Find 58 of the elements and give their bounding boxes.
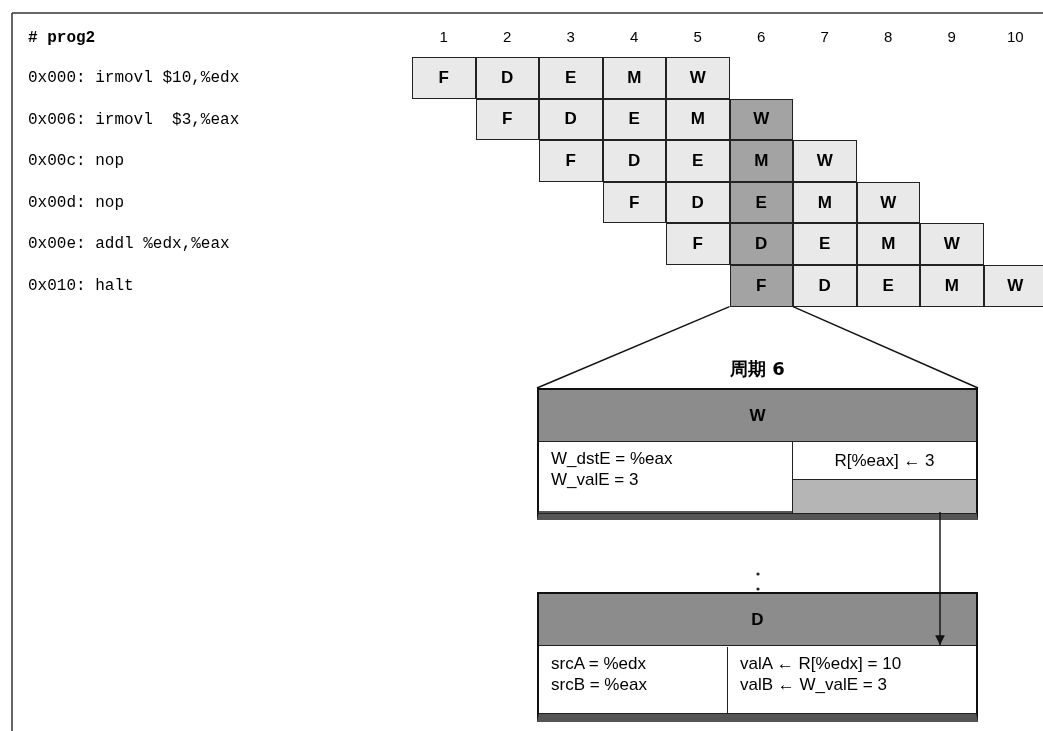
zoom-line [536,305,731,389]
code-line: 0x00e: addl %edx,%eax [28,234,230,255]
stage-block [537,592,978,722]
stage-cell: F [539,140,603,182]
code-line: 0x000: irmovl $10,%edx [28,68,240,88]
stage-cell: E [539,57,603,99]
stage-cell: W [920,223,984,265]
cycle-number: 10 [1005,27,1025,47]
stage-cell: D [602,140,666,182]
code-line: 0x00d: nop [28,192,124,213]
cycle-number: 9 [946,27,957,47]
stage-cell: E [602,98,666,141]
stage-cell: M [602,57,666,99]
stage-cell: W [666,57,730,99]
shaded-box [792,480,976,514]
stage-cell: F [412,57,476,99]
stage-header: W [539,390,976,442]
stage-cell: F [666,223,730,265]
stage-cell: M [666,98,730,141]
stage-cell: F [729,265,793,307]
cycle-number: 7 [819,27,830,47]
stage-header: D [539,594,976,646]
stage-cell: F [602,181,666,224]
code-line: 0x006: irmovl $3,%eax [28,109,240,130]
stage-cell: F [475,98,539,141]
stage-cell: M [729,140,793,182]
cycle-number: 3 [565,27,576,47]
stage-cell: W [793,140,857,182]
stage-cell: M [920,265,984,307]
stage-cell: M [793,181,857,224]
panel-title: 周期 6 [729,357,786,381]
arrow [935,511,945,646]
zoom-line [792,305,979,389]
stage-cell: D [475,57,539,99]
stage-cell: W [729,98,793,141]
heading: # prog2 [28,28,96,48]
code-line: 0x010: halt [28,276,134,296]
stage-block [537,388,978,520]
cycle-number: 1 [438,27,449,47]
stage-cell: D [793,265,857,307]
stage-cell: E [729,181,793,224]
value-cell: srcA = %edx srcB = %eax [539,647,727,714]
stage-cell: W [856,181,920,224]
cycle-number: 6 [756,27,767,47]
value-cell: valA ← R[%edx] = 10 valB ← W_valE = 3 [727,647,976,714]
stage-cell: D [729,223,793,265]
code-line: 0x00c: nop [28,151,124,172]
stage-cell: D [539,98,603,141]
cycle-number: 8 [883,27,894,47]
stage-cell: E [856,265,920,307]
stage-cell: M [856,223,920,265]
stage-cell: W [983,265,1043,307]
stage-cell: D [666,181,730,224]
cycle-number: 4 [629,27,640,47]
stage-cell: E [666,140,730,182]
cycle-number: 2 [502,27,513,47]
stage-cell: E [793,223,857,265]
cycle-number: 5 [692,27,703,47]
